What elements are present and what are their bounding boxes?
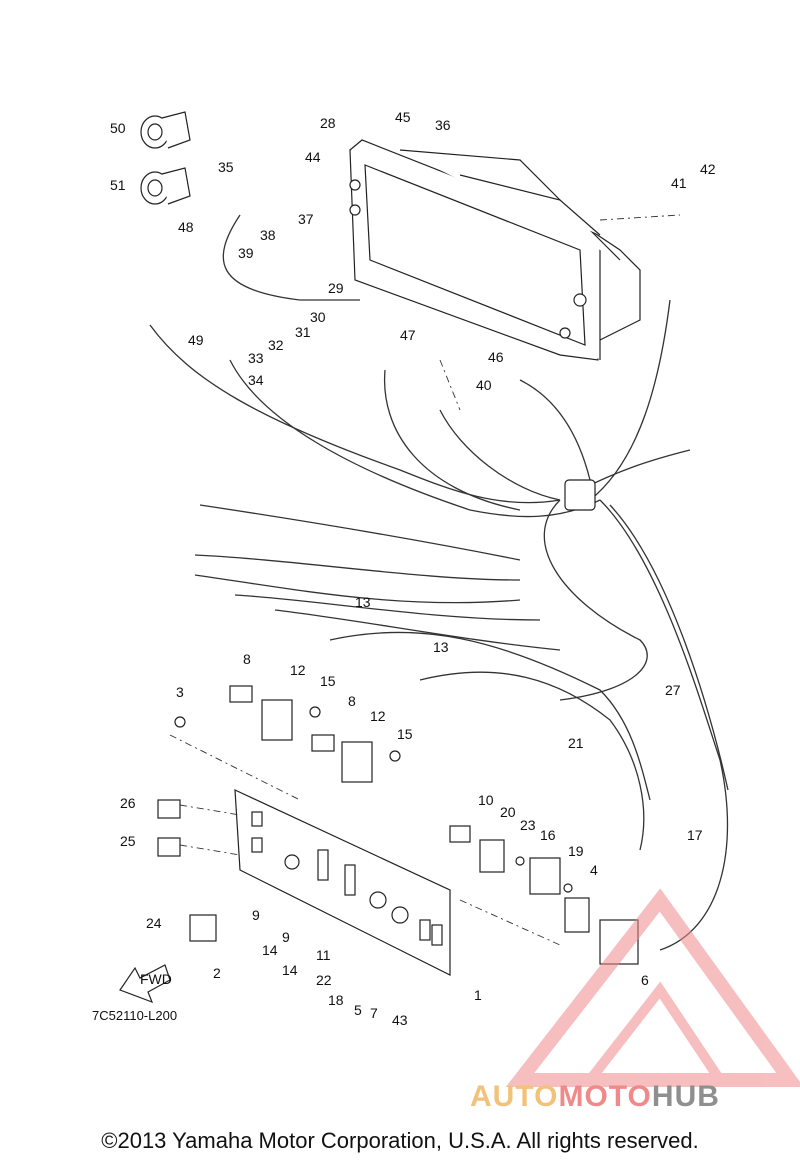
upper-harness	[149, 214, 729, 951]
callout-50: 50	[110, 120, 126, 136]
callout-43: 43	[392, 1012, 408, 1028]
callout-35: 35	[218, 159, 234, 175]
callout-33: 33	[248, 350, 264, 366]
callout-40: 40	[476, 377, 492, 393]
callout-15: 15	[397, 726, 413, 742]
copyright-text: ©2013 Yamaha Motor Corporation, U.S.A. A…	[101, 1128, 699, 1153]
fwd-arrow: FWD	[119, 964, 172, 1004]
callout-27: 27	[665, 682, 681, 698]
callout-8: 8	[348, 693, 356, 709]
callout-36: 36	[435, 117, 451, 133]
callout-31: 31	[295, 324, 311, 340]
key-switch-51	[140, 167, 191, 205]
watermark-auto: AUTO	[470, 1080, 559, 1113]
callout-10: 10	[478, 792, 494, 808]
callout-17: 17	[687, 827, 703, 843]
callout-9: 9	[252, 907, 260, 923]
fwd-label: FWD	[140, 971, 172, 987]
reference-code: 7C52110-L200	[92, 1008, 178, 1023]
watermark-brand: AUTOMOTOHUB	[470, 1080, 720, 1114]
callout-34: 34	[248, 372, 264, 388]
callout-14: 14	[282, 962, 298, 978]
callout-5: 5	[354, 1002, 362, 1018]
callout-14: 14	[262, 942, 278, 958]
callout-12: 12	[290, 662, 306, 678]
callout-9: 9	[282, 929, 290, 945]
watermark-logo	[505, 888, 800, 1087]
callout-24: 24	[146, 915, 162, 931]
callout-23: 23	[520, 817, 536, 833]
callout-20: 20	[500, 804, 516, 820]
callout-26: 26	[120, 795, 136, 811]
watermark-hub: HUB	[651, 1080, 720, 1113]
callout-48: 48	[178, 219, 194, 235]
callout-38: 38	[260, 227, 276, 243]
callout-29: 29	[328, 280, 344, 296]
callout-25: 25	[120, 833, 136, 849]
callout-11: 11	[316, 947, 331, 963]
leader-dashes	[169, 214, 681, 946]
callout-30: 30	[310, 309, 326, 325]
callout-51: 51	[110, 177, 126, 193]
callout-7: 7	[370, 1005, 378, 1021]
callout-42: 42	[700, 161, 716, 177]
callout-44: 44	[305, 149, 321, 165]
callout-1: 1	[474, 987, 482, 1003]
callout-13: 13	[433, 639, 449, 655]
callout-8: 8	[243, 651, 251, 667]
callout-12: 12	[370, 708, 386, 724]
callout-45: 45	[395, 109, 411, 125]
callout-21: 21	[568, 735, 584, 751]
callout-3: 3	[176, 684, 184, 700]
callout-41: 41	[671, 175, 687, 191]
callout-32: 32	[268, 337, 284, 353]
callout-37: 37	[298, 211, 314, 227]
switch-panel	[234, 789, 451, 976]
callout-4: 4	[590, 862, 598, 878]
middle-harness	[194, 504, 651, 851]
callout-28: 28	[320, 115, 336, 131]
callout-15: 15	[320, 673, 336, 689]
key-switch-50	[140, 111, 191, 149]
callout-16: 16	[540, 827, 556, 843]
callout-49: 49	[188, 332, 204, 348]
callout-2: 2	[213, 965, 221, 981]
callout-19: 19	[568, 843, 584, 859]
watermark-moto: MOTO	[558, 1080, 652, 1113]
callout-6: 6	[641, 972, 649, 988]
callout-46: 46	[488, 349, 504, 365]
callout-18: 18	[328, 992, 344, 1008]
callout-47: 47	[400, 327, 416, 343]
dash-console-housing	[349, 139, 641, 361]
callout-22: 22	[316, 972, 332, 988]
callout-39: 39	[238, 245, 254, 261]
callout-13: 13	[355, 594, 371, 610]
